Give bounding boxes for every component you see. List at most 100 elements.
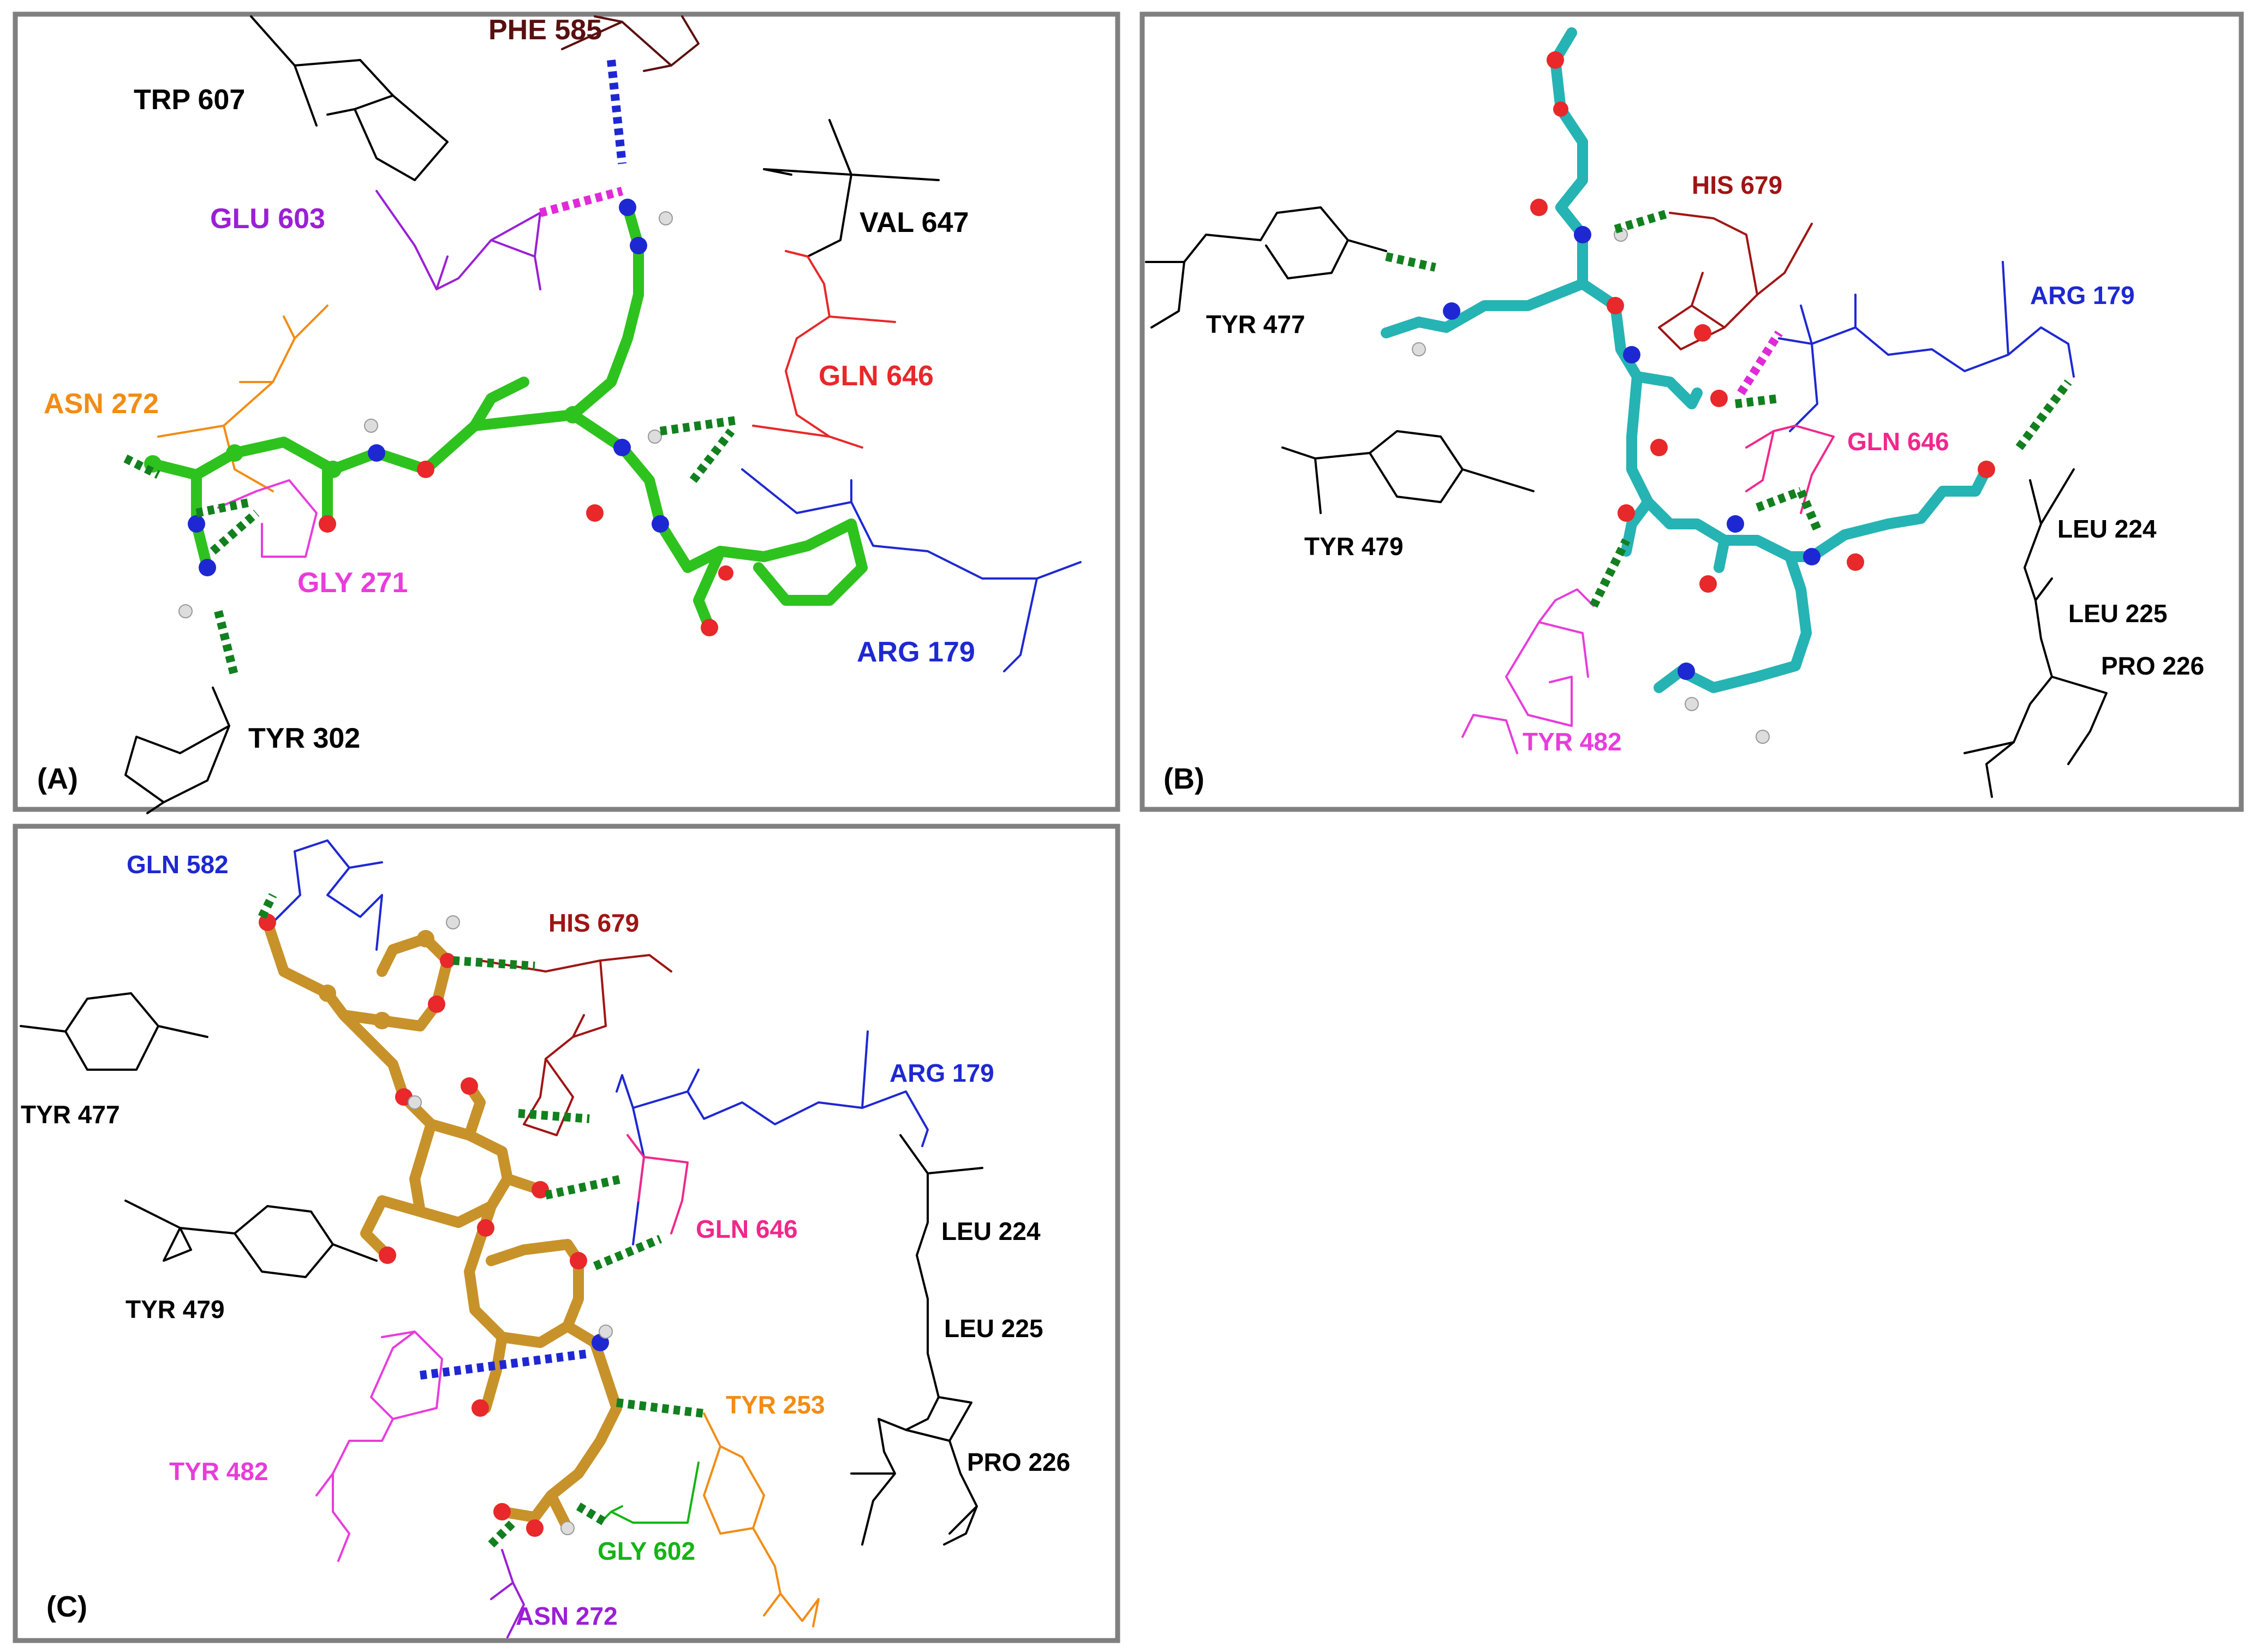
gly271-sticks bbox=[217, 479, 318, 558]
hbond-c-tyr253 bbox=[616, 1398, 705, 1418]
panel-c-residues bbox=[20, 839, 983, 1638]
gln646-sticks bbox=[752, 250, 896, 449]
gln582-sticks bbox=[272, 839, 383, 951]
panel-a-tag: (A) bbox=[37, 762, 78, 795]
ligand-a-atoms bbox=[144, 199, 733, 636]
panel-b-residues bbox=[1145, 206, 2108, 798]
label-a-val647: VAL 647 bbox=[860, 207, 969, 238]
gln646-c-sticks bbox=[626, 1134, 689, 1234]
hbond-b-arg179-g bbox=[1735, 394, 1780, 408]
ligand-c bbox=[259, 914, 622, 1537]
label-c-arg179: ARG 179 bbox=[890, 1059, 994, 1087]
arg179-sticks bbox=[741, 468, 1082, 672]
hbond-gln646-2 bbox=[689, 428, 735, 483]
val647-sticks bbox=[763, 119, 940, 258]
hbond-gly271-b bbox=[210, 509, 260, 555]
label-a-trp607: TRP 607 bbox=[134, 84, 245, 116]
tyr477-sticks bbox=[1145, 206, 1387, 329]
hbond-b-arg179-2 bbox=[2015, 379, 2072, 450]
hbond-b-gln646 bbox=[1756, 487, 1803, 512]
arg179-c-sticks bbox=[616, 1030, 929, 1245]
label-b-tyr482: TYR 482 bbox=[1523, 727, 1622, 756]
hbond-b-arg179-m bbox=[1737, 330, 1783, 396]
panel-a: PHE 585 TRP 607 GLU 603 VAL 647 ASN 272 … bbox=[13, 11, 1120, 814]
panel-b: HIS 679 TYR 477 ARG 179 TYR 479 GLN 646 … bbox=[1139, 11, 2244, 812]
hbond-c-arg179-2 bbox=[545, 1174, 623, 1200]
ligand-c-atoms bbox=[259, 914, 613, 1537]
label-c-gly602: GLY 602 bbox=[598, 1537, 695, 1565]
label-c-tyr479: TYR 479 bbox=[126, 1295, 225, 1323]
ligand-c-backbone bbox=[262, 917, 622, 1534]
hbond-c-gly602 bbox=[576, 1502, 608, 1526]
hbond-asn272 bbox=[123, 454, 160, 479]
asn272-sticks bbox=[157, 305, 329, 492]
tyr479-sticks bbox=[1281, 430, 1535, 514]
label-b-gln646: GLN 646 bbox=[1847, 427, 1949, 456]
hbond-b-gln646-2 bbox=[1797, 489, 1822, 532]
panel-c-tag: (C) bbox=[46, 1590, 87, 1623]
label-b-pro226: PRO 226 bbox=[2101, 652, 2204, 680]
label-a-gly271: GLY 271 bbox=[297, 567, 408, 599]
hbond-c-his679 bbox=[452, 956, 535, 970]
label-a-glu603: GLU 603 bbox=[210, 203, 325, 235]
panel-a-hbonds bbox=[123, 59, 738, 678]
hbond-c-gln646 bbox=[593, 1234, 663, 1271]
panel-c: GLN 582 HIS 679 TYR 477 ARG 179 TYR 479 … bbox=[13, 824, 1120, 1643]
hbond-b-tyr482 bbox=[1589, 538, 1631, 608]
label-c-gln646: GLN 646 bbox=[696, 1215, 798, 1243]
hbond-gln646-1 bbox=[659, 416, 738, 436]
label-b-tyr479: TYR 479 bbox=[1304, 532, 1404, 560]
label-b-arg179: ARG 179 bbox=[2030, 281, 2135, 309]
hbond-glu603 bbox=[539, 187, 624, 217]
panel-b-frame bbox=[1139, 11, 2244, 812]
gln646-b-sticks bbox=[1745, 425, 1835, 514]
label-c-tyr482: TYR 482 bbox=[169, 1457, 268, 1486]
hbond-b-tyr477 bbox=[1385, 252, 1436, 272]
label-a-asn272: ASN 272 bbox=[44, 388, 159, 420]
gly602-sticks bbox=[599, 1462, 700, 1524]
panel-a-residues bbox=[124, 15, 1082, 814]
hbond-c-asn272 bbox=[488, 1519, 516, 1548]
label-c-tyr477: TYR 477 bbox=[21, 1100, 120, 1129]
label-a-tyr302: TYR 302 bbox=[248, 723, 360, 754]
label-c-pro226: PRO 226 bbox=[967, 1448, 1070, 1476]
leu224-c-sticks bbox=[850, 1134, 983, 1546]
label-c-gln582: GLN 582 bbox=[127, 850, 229, 879]
tyr482-sticks bbox=[1461, 588, 1595, 754]
tyr479-c-sticks bbox=[124, 1200, 378, 1278]
tyr253-sticks bbox=[703, 1412, 820, 1627]
leu224-pro226-sticks bbox=[1963, 468, 2108, 798]
his679-sticks bbox=[1658, 212, 1813, 350]
panel-c-hbonds bbox=[258, 893, 705, 1548]
panel-b-hbonds bbox=[1385, 208, 2072, 608]
tyr477-c-sticks bbox=[20, 992, 208, 1071]
label-b-leu224: LEU 224 bbox=[2057, 515, 2157, 543]
label-b-his679: HIS 679 bbox=[1692, 171, 1782, 199]
hbond-c-tyr482 bbox=[419, 1349, 590, 1380]
trp607-sticks bbox=[250, 15, 449, 181]
hbond-gly271 bbox=[195, 498, 252, 517]
label-c-leu225: LEU 225 bbox=[944, 1314, 1043, 1343]
ligand-b bbox=[1381, 27, 1995, 744]
hbond-c-gln582 bbox=[258, 893, 277, 919]
hbond-b-his679 bbox=[1614, 208, 1672, 234]
label-c-his679: HIS 679 bbox=[548, 909, 639, 937]
tyr302-sticks bbox=[124, 687, 230, 814]
phe585-sticks bbox=[561, 15, 700, 72]
label-c-leu224: LEU 224 bbox=[941, 1217, 1041, 1245]
asn272-c-sticks bbox=[490, 1549, 525, 1638]
ligand-a-backbone bbox=[147, 202, 868, 633]
ligand-a bbox=[144, 199, 868, 636]
label-a-gln646: GLN 646 bbox=[819, 360, 934, 392]
label-c-asn272: ASN 272 bbox=[516, 1602, 618, 1630]
arg179-b-sticks bbox=[1778, 261, 2075, 432]
panel-b-tag: (B) bbox=[1163, 762, 1204, 795]
label-a-arg179: ARG 179 bbox=[857, 636, 975, 668]
label-c-tyr253: TYR 253 bbox=[726, 1391, 825, 1419]
ligand-b-backbone bbox=[1381, 27, 1992, 693]
label-b-leu225: LEU 225 bbox=[2068, 599, 2168, 628]
panel-c-frame bbox=[13, 824, 1120, 1643]
hbond-phe585 bbox=[607, 59, 626, 164]
hbond-c-arg179 bbox=[518, 1109, 590, 1123]
